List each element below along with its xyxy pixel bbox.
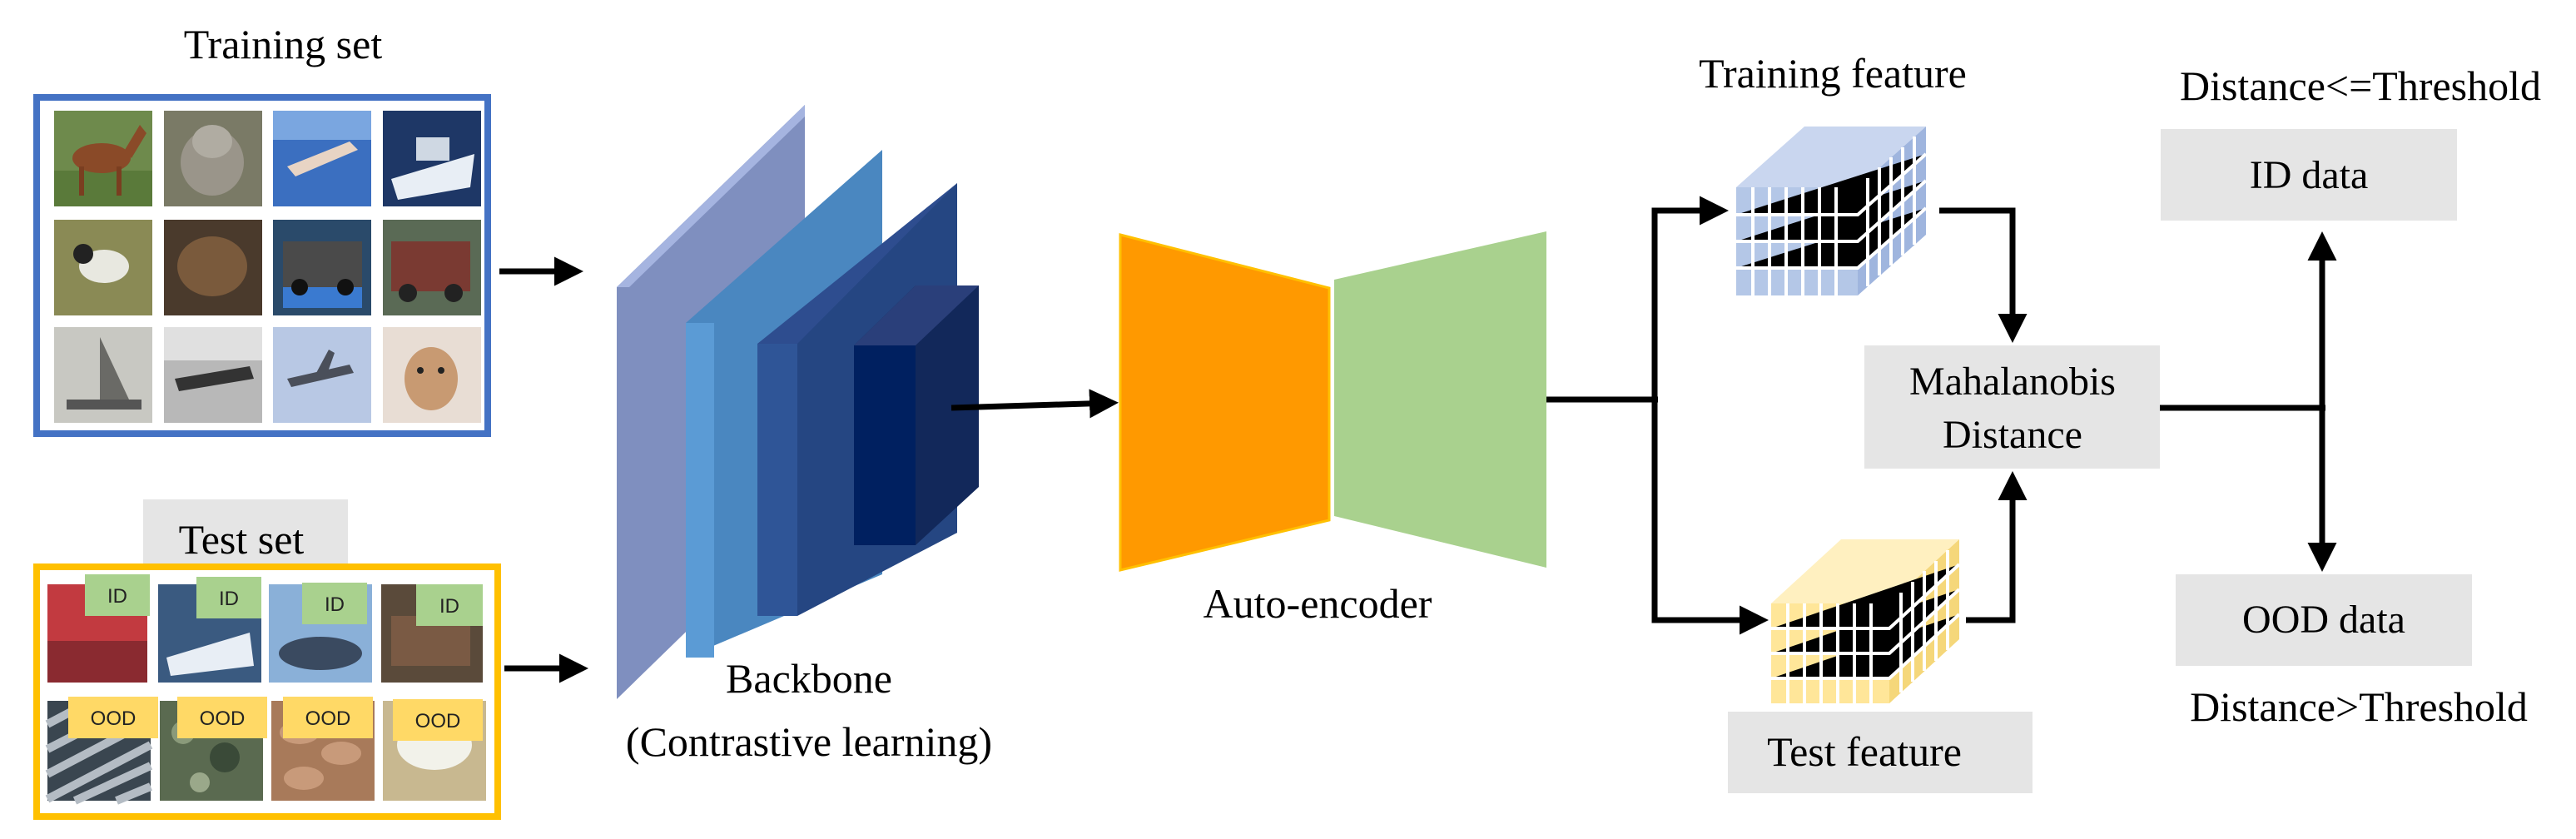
ood-data-box [2176, 574, 2472, 666]
test-feature-label: Test feature [1767, 728, 1962, 775]
id-tag-label: ID [107, 585, 127, 608]
feature-branch-lines [1546, 196, 1769, 635]
test-feature-label-box [1728, 712, 2033, 793]
ood-tag [68, 697, 158, 738]
test-ood-tags: OOD OOD OOD OOD [68, 697, 483, 741]
thumb-truck-2 [383, 220, 481, 315]
id-tag-label: ID [439, 595, 459, 618]
encoder-trapezoid [1119, 233, 1331, 572]
thumb-cat [164, 111, 262, 206]
id-condition-label: Distance<=Threshold [2180, 62, 2541, 109]
test-set-title: Test set [179, 516, 305, 563]
distance-label-line1: Mahalanobis [1909, 360, 2116, 404]
id-data-label: ID data [2250, 153, 2369, 197]
autoencoder-label: Auto-encoder [1204, 580, 1432, 627]
thumb-ship [383, 111, 481, 206]
ood-tag-label: OOD [305, 707, 351, 730]
training-to-distance-arrow [1939, 207, 2028, 343]
thumb-dog [383, 327, 481, 423]
test-to-distance-arrow [1966, 471, 2028, 623]
id-data-box [2161, 129, 2457, 221]
thumb-swimmer [273, 111, 371, 206]
training-set-title: Training set [184, 21, 383, 67]
decision-lines [2160, 231, 2337, 572]
ood-tag-label: OOD [200, 707, 246, 730]
ood-tag-label: OOD [91, 707, 136, 730]
ood-tag [393, 699, 483, 741]
thumb-horse [54, 111, 152, 206]
test-feature-tensor [1771, 539, 1961, 703]
thumb-airplane-1 [164, 327, 262, 423]
ood-tag [283, 697, 373, 738]
id-tag-label: ID [219, 588, 239, 610]
thumb-frog [164, 220, 262, 315]
id-tag [85, 574, 150, 616]
ood-condition-label: Distance>Threshold [2190, 683, 2528, 730]
distance-label-line2: Distance [1943, 413, 2082, 457]
ood-tag-label: OOD [415, 710, 461, 732]
decoder-trapezoid [1334, 231, 1546, 568]
id-tag [196, 577, 261, 618]
id-tag [416, 584, 483, 626]
thumb-bird [54, 220, 152, 315]
thumb-truck-1 [273, 220, 371, 315]
backbone-network [617, 105, 979, 699]
id-tag-label: ID [325, 593, 345, 616]
training-feature-label: Training feature [1699, 50, 1967, 97]
test-id-tags: ID ID ID ID [85, 574, 483, 626]
backbone-to-ae-arrow [950, 389, 1119, 419]
backbone-label: Backbone [726, 655, 892, 702]
mahalanobis-distance-box [1864, 345, 2160, 469]
ood-data-label: OOD data [2242, 598, 2405, 642]
backbone-layer-4 [854, 285, 979, 545]
id-tag [302, 583, 367, 624]
thumb-sailboat [54, 327, 152, 423]
thumb-airplane-2 [273, 327, 371, 423]
ood-tag [177, 697, 267, 738]
backbone-sublabel: (Contrastive learning) [626, 718, 992, 765]
training-feature-tensor [1736, 127, 1928, 295]
test-set-title-box [143, 499, 348, 573]
training-thumbnails [54, 111, 481, 423]
